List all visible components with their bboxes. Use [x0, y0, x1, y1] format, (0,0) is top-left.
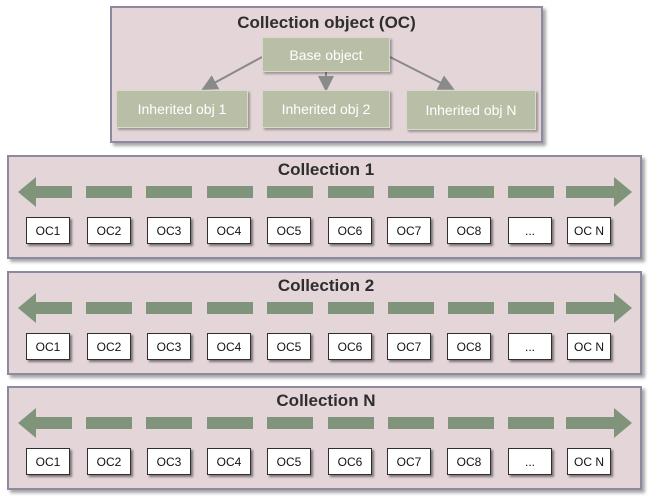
arrow-segment	[328, 417, 374, 429]
arrow-segment	[448, 302, 494, 314]
arrow-right-icon	[614, 293, 632, 323]
arrow-segment	[34, 186, 72, 198]
arrow-segment	[388, 186, 434, 198]
inherited-obj-2-node: Inherited obj 2	[262, 90, 390, 128]
arrow-segment	[508, 417, 554, 429]
arrow-left-icon	[18, 408, 36, 438]
oc-item: OC3	[147, 333, 191, 360]
oc-item: OC1	[26, 333, 70, 360]
arrow-left-icon	[18, 293, 36, 323]
arrow-left-icon	[18, 177, 36, 207]
oc-item: OC3	[147, 217, 191, 244]
arrow-segment	[146, 417, 192, 429]
arrow-segment	[267, 417, 313, 429]
inherited-obj-1-node: Inherited obj 1	[116, 90, 248, 128]
collection-title: Collection N	[276, 391, 376, 410]
arrow-segment	[207, 302, 253, 314]
arrow-segment	[146, 186, 192, 198]
oc-item: OC8	[447, 448, 491, 475]
arrow-segment	[566, 186, 614, 198]
oc-item: OC N	[567, 333, 611, 360]
oc-item: OC8	[447, 333, 491, 360]
arrow-segment	[388, 417, 434, 429]
arrow-right-icon	[614, 177, 632, 207]
oc-item: OC N	[567, 448, 611, 475]
oc-item: OC2	[87, 448, 131, 475]
oc-item: OC5	[267, 333, 311, 360]
arrow-segment	[267, 186, 313, 198]
oc-item: OC N	[567, 217, 611, 244]
connector-to-inherited-1	[201, 56, 263, 90]
arrow-segment	[328, 186, 374, 198]
arrow-segment	[328, 302, 374, 314]
arrow-segment	[34, 302, 72, 314]
oc-item: ...	[508, 448, 552, 475]
arrow-segment	[146, 302, 192, 314]
inherited-obj-n-node: Inherited obj N	[406, 90, 536, 130]
arrow-segment	[34, 417, 72, 429]
collection-title: Collection 2	[277, 276, 375, 295]
arrow-segment	[508, 186, 554, 198]
oc-item: ...	[508, 217, 552, 244]
oc-item: OC6	[328, 217, 372, 244]
arrow-segment	[86, 186, 132, 198]
arrow-segment	[448, 186, 494, 198]
oc-item: OC7	[387, 448, 431, 475]
oc-item: OC5	[267, 217, 311, 244]
arrow-segment	[267, 302, 313, 314]
oc-item: OC6	[328, 333, 372, 360]
arrow-segment	[86, 302, 132, 314]
arrow-segment	[388, 302, 434, 314]
connector-to-inherited-n	[389, 56, 455, 90]
oc-item: OC6	[328, 448, 372, 475]
oc-item: OC3	[147, 448, 191, 475]
oc-item: OC1	[26, 448, 70, 475]
oc-item: OC7	[387, 217, 431, 244]
collection-object-title: Collection object (OC)	[237, 13, 416, 32]
oc-item: OC4	[207, 333, 251, 360]
oc-item: OC8	[447, 217, 491, 244]
oc-item: OC4	[207, 448, 251, 475]
collection-title: Collection 1	[277, 160, 375, 179]
base-object-node: Base object	[262, 37, 390, 72]
arrow-segment	[566, 417, 614, 429]
oc-item: ...	[508, 333, 552, 360]
arrow-segment	[508, 302, 554, 314]
oc-item: OC4	[207, 217, 251, 244]
oc-item: OC7	[387, 333, 431, 360]
oc-item: OC5	[267, 448, 311, 475]
arrow-segment	[566, 302, 614, 314]
arrow-segment	[207, 417, 253, 429]
arrow-right-icon	[614, 408, 632, 438]
arrow-segment	[448, 417, 494, 429]
oc-item: OC2	[87, 217, 131, 244]
arrow-segment	[86, 417, 132, 429]
arrow-segment	[207, 186, 253, 198]
oc-item: OC2	[87, 333, 131, 360]
oc-item: OC1	[26, 217, 70, 244]
